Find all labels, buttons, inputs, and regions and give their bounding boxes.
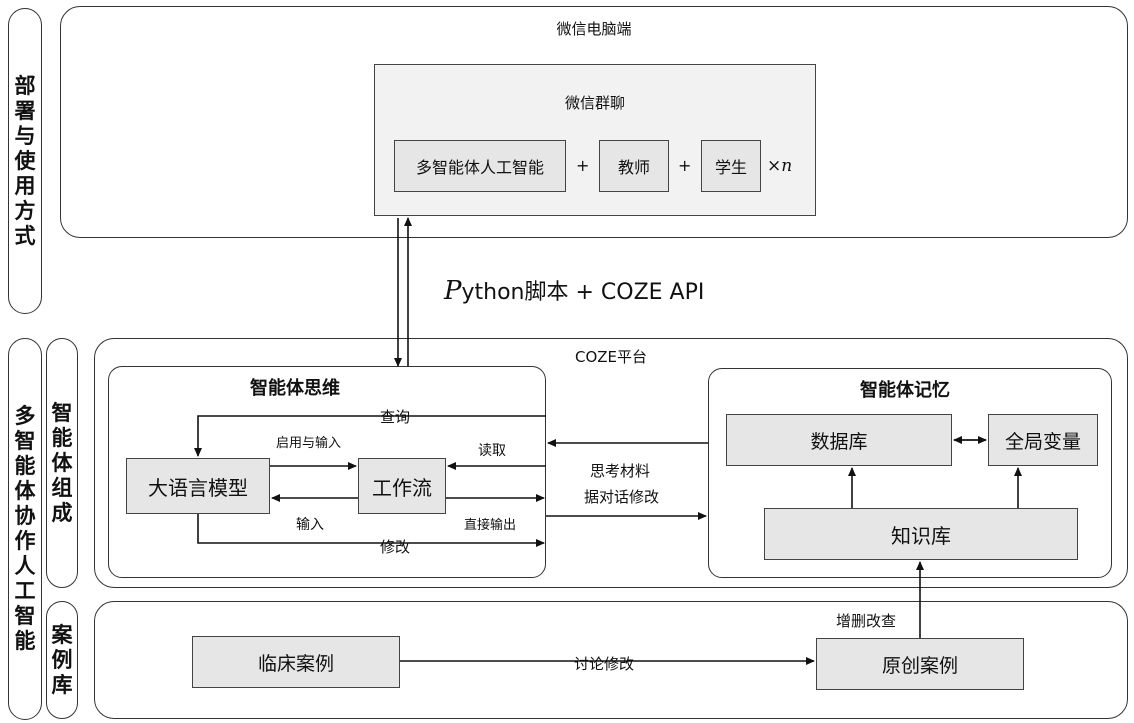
label-compose: 智能体组成 bbox=[46, 338, 78, 588]
side-label-cases-char: 案 bbox=[51, 622, 73, 647]
plus-sign-1: + bbox=[576, 156, 590, 175]
link-label-rest: ython脚本 + COZE API bbox=[461, 280, 705, 305]
side-label-deploy-char: 与 bbox=[14, 123, 36, 148]
side-label-cases-char: 例 bbox=[51, 647, 73, 672]
side-label-deploy-char: 部 bbox=[14, 73, 36, 98]
times-n: ×n bbox=[767, 156, 792, 176]
label-deploy: 部署与使用方式 bbox=[8, 8, 42, 314]
times-sign: × bbox=[767, 156, 782, 176]
side-label-collab-char: 智 bbox=[14, 604, 36, 628]
member-multi-agent-ai: 多智能体人工智能 bbox=[394, 140, 566, 192]
side-label-compose-char: 成 bbox=[51, 500, 73, 525]
side-label-deploy-char: 署 bbox=[14, 98, 36, 123]
label-cases: 案例库 bbox=[46, 601, 78, 719]
side-label-collab-char: 多 bbox=[14, 404, 36, 428]
side-label-compose-char: 能 bbox=[51, 425, 73, 450]
member-student: 学生 bbox=[701, 140, 761, 192]
clinical-case-box: 临床案例 bbox=[192, 636, 400, 688]
label-input: 输入 bbox=[296, 517, 324, 533]
agent-memory-title: 智能体记忆 bbox=[860, 380, 950, 401]
plus-sign-2: + bbox=[678, 156, 692, 175]
agent-thinking-title: 智能体思维 bbox=[250, 378, 340, 399]
side-label-collab-char: 协 bbox=[14, 504, 36, 528]
label-collab: 多智能体协作人工智能 bbox=[8, 338, 42, 720]
side-label-deploy-char: 式 bbox=[14, 223, 36, 248]
label-modify: 修改 bbox=[380, 538, 411, 556]
label-enable-input: 启用与输入 bbox=[276, 436, 342, 451]
side-label-compose-char: 智 bbox=[51, 400, 73, 425]
link-label-p: P bbox=[444, 276, 462, 306]
workflow-box: 工作流 bbox=[358, 458, 446, 514]
side-label-compose-char: 体 bbox=[51, 450, 73, 475]
label-crud: 增删改查 bbox=[836, 612, 897, 630]
wechat-group-title: 微信群聊 bbox=[564, 94, 625, 112]
side-label-collab-char: 工 bbox=[14, 579, 36, 603]
side-label-deploy-char: 方 bbox=[14, 198, 36, 223]
side-label-collab-char: 人 bbox=[14, 554, 36, 578]
coze-platform-title: COZE平台 bbox=[574, 348, 648, 366]
label-read: 读取 bbox=[478, 443, 506, 459]
n-symbol: n bbox=[781, 156, 793, 176]
label-discuss-modify: 讨论修改 bbox=[572, 653, 637, 674]
label-query: 查询 bbox=[380, 408, 411, 426]
side-label-compose-char: 组 bbox=[51, 475, 73, 500]
side-label-cases-char: 库 bbox=[51, 672, 73, 697]
knowledge-base-box: 知识库 bbox=[764, 508, 1078, 560]
side-label-collab-char: 能 bbox=[14, 454, 36, 478]
side-label-deploy-char: 使 bbox=[14, 148, 36, 173]
label-modify-by-dialog: 据对话修改 bbox=[584, 488, 660, 506]
member-teacher: 教师 bbox=[599, 140, 669, 192]
original-case-box: 原创案例 bbox=[816, 638, 1024, 690]
label-thinking-material: 思考材料 bbox=[590, 462, 651, 480]
wechat-desktop-title: 微信电脑端 bbox=[556, 20, 632, 38]
side-label-collab-char: 能 bbox=[14, 629, 36, 653]
side-label-collab-char: 体 bbox=[14, 479, 36, 503]
side-label-deploy-char: 用 bbox=[14, 173, 36, 198]
link-label: Python脚本 + COZE API bbox=[444, 274, 704, 306]
global-variable-box: 全局变量 bbox=[988, 414, 1098, 466]
side-label-collab-char: 智 bbox=[14, 429, 36, 453]
side-label-collab-char: 作 bbox=[14, 529, 36, 553]
label-direct-output: 直接输出 bbox=[464, 518, 517, 533]
llm-box: 大语言模型 bbox=[126, 458, 270, 514]
agent-memory-panel bbox=[708, 368, 1112, 578]
database-box: 数据库 bbox=[726, 414, 952, 466]
agent-thinking-panel bbox=[108, 366, 546, 578]
